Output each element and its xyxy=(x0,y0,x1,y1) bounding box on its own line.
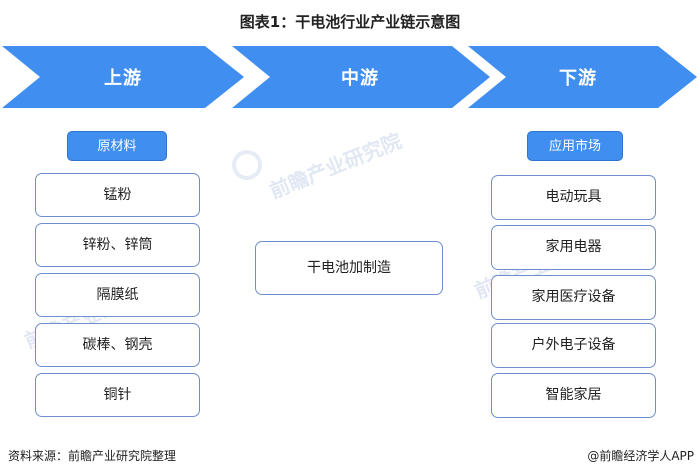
downstream-item: 家用电器 xyxy=(491,225,656,270)
downstream-item: 家用医疗设备 xyxy=(491,275,656,320)
upstream-item: 锌粉、锌筒 xyxy=(35,223,200,267)
downstream-category-label: 应用市场 xyxy=(527,131,623,161)
chevron-upstream xyxy=(2,46,244,108)
watermark-text: 前瞻产业研究院 xyxy=(266,128,405,204)
upstream-item: 锰粉 xyxy=(35,173,200,217)
stage-chevrons xyxy=(2,46,697,108)
midstream-item: 干电池加制造 xyxy=(255,241,443,295)
watermark-logo-icon xyxy=(232,150,262,180)
credit-note: @前瞻经济学人APP xyxy=(587,449,694,463)
source-note: 资料来源：前瞻产业研究院整理 xyxy=(8,449,177,463)
stage-label-downstream: 下游 xyxy=(559,68,597,89)
downstream-item: 智能家居 xyxy=(491,373,656,418)
downstream-item: 电动玩具 xyxy=(491,175,656,220)
downstream-item: 户外电子设备 xyxy=(491,323,656,368)
upstream-item: 碳棒、钢壳 xyxy=(35,323,200,367)
stage-label-upstream: 上游 xyxy=(104,68,142,89)
diagram-title: 图表1：干电池行业产业链示意图 xyxy=(239,13,461,31)
stage-label-midstream: 中游 xyxy=(341,68,379,89)
upstream-category-label: 原材料 xyxy=(67,131,167,161)
upstream-item: 隔膜纸 xyxy=(35,273,200,317)
upstream-item: 铜针 xyxy=(35,373,200,417)
chevron-downstream xyxy=(468,46,697,108)
chevron-midstream xyxy=(232,46,490,108)
